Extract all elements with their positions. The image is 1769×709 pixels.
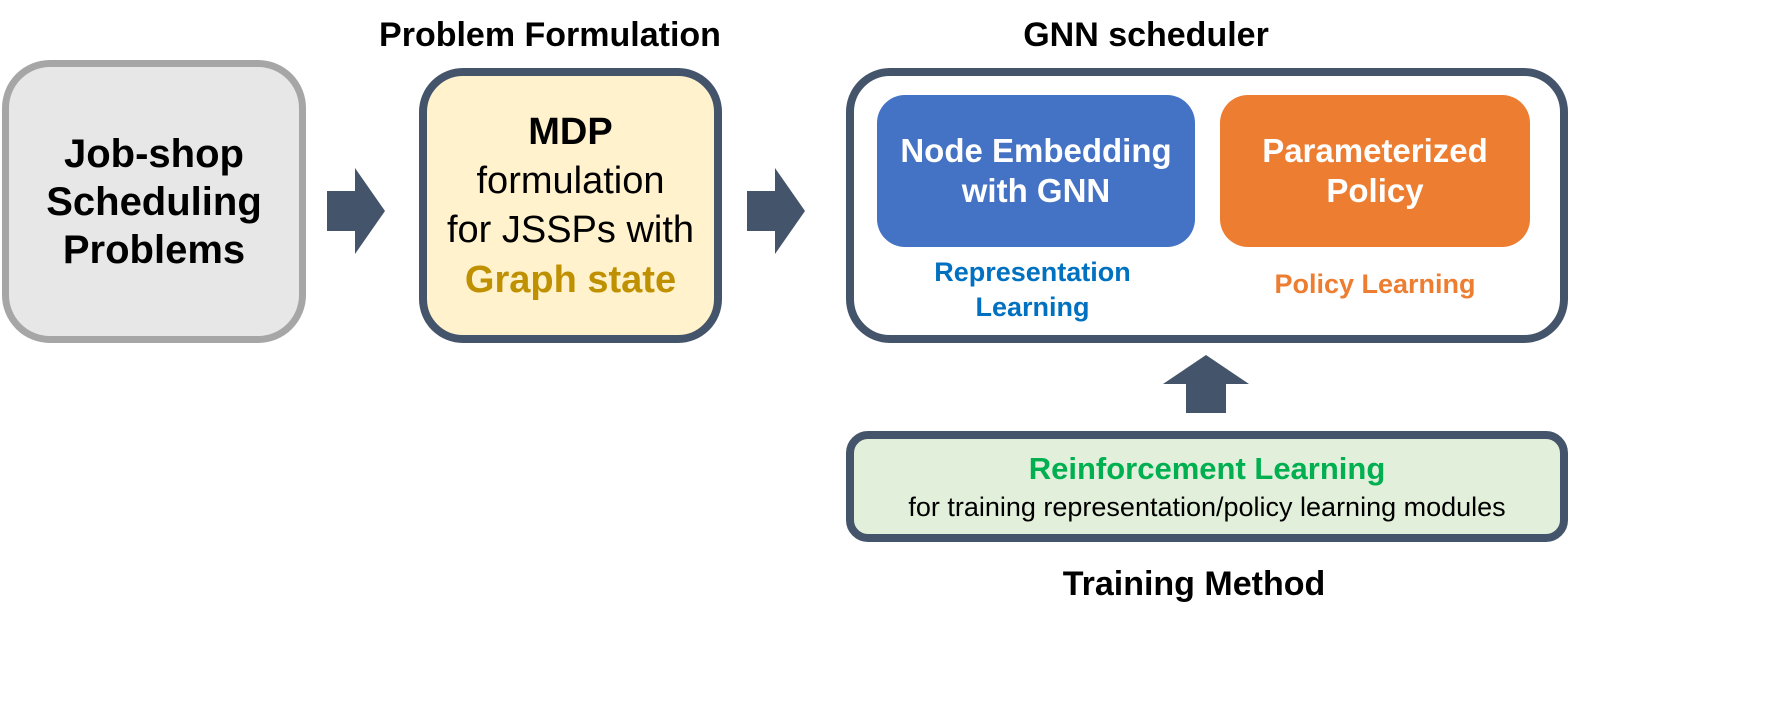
reinforcement-learning-title: Reinforcement Learning [1028,450,1386,486]
job-shop-line-1: Job-shop [64,131,244,176]
node-embedding-line-1: Node Embedding [900,132,1172,169]
up-arrow-icon [1163,355,1249,413]
training-method-title: Training Method [1062,565,1326,603]
policy-learning-label: Policy Learning [1274,269,1476,299]
representation-line-2: Learning [975,292,1090,322]
reinforcement-learning-box: Reinforcement Learning for training repr… [846,431,1568,542]
mdp-formulation-box: MDP formulation for JSSPs with Graph sta… [419,68,722,343]
problem-formulation-title: Problem Formulation [379,16,721,54]
mdp-line-2: for JSSPs with [446,208,695,251]
node-embedding-line-2: with GNN [961,172,1111,209]
representation-line-1: Representation [934,257,1131,287]
representation-learning-label: Representation Learning [905,255,1160,325]
job-shop-problems-box: Job-shop Scheduling Problems [2,60,306,343]
mdp-line-1: formulation [476,159,665,202]
gnn-scheduler-title: GNN scheduler [1023,16,1269,54]
job-shop-line-3: Problems [62,227,246,272]
node-embedding-box: Node Embedding with GNN [877,95,1195,247]
reinforcement-learning-subtitle: for training representation/policy learn… [908,491,1506,522]
policy-line-2: Policy [1326,172,1424,209]
parameterized-policy-box: Parameterized Policy [1220,95,1530,247]
graph-state-text: Graph state [464,258,677,301]
right-arrow-icon [747,168,805,254]
right-arrow-icon [327,168,385,254]
mdp-title: MDP [528,110,613,153]
policy-line-1: Parameterized [1262,132,1488,169]
job-shop-line-2: Scheduling [46,179,262,224]
